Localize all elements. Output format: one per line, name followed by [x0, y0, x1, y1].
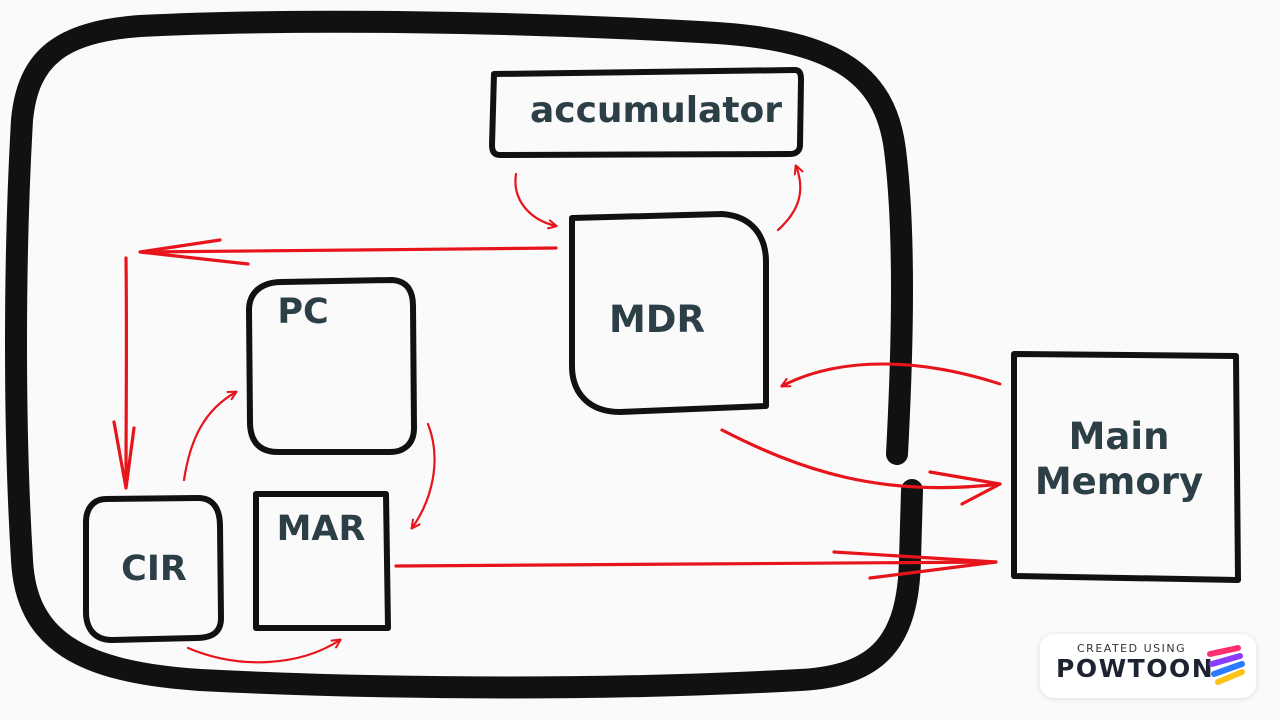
mar-label: MAR [277, 509, 366, 549]
mdr-box: MDR [569, 211, 769, 415]
arrow-cir-to-pc [182, 392, 236, 482]
arrow-accumulator-to-mdr [514, 172, 556, 226]
cir-box: CIR [83, 495, 224, 643]
arrow-mar-to-main-memory-head [832, 550, 998, 580]
arrow-mdr-to-main-memory-head [928, 470, 1002, 506]
mar-box: MAR [253, 491, 391, 631]
arrow-main-memory-to-mdr [782, 362, 1002, 388]
arrow-mar-to-main-memory [394, 560, 998, 568]
main-memory-label-line1: Main [1069, 415, 1170, 458]
pc-box: PC [246, 277, 417, 455]
powtoon-watermark: CREATED USING POWTOON [1040, 634, 1256, 698]
mdr-label: MDR [609, 298, 705, 341]
arrow-pc-to-mar [412, 422, 436, 528]
accumulator-box: accumulator [489, 67, 804, 158]
arrow-cir-to-mar [186, 640, 340, 664]
cpu-boundary [5, 10, 923, 699]
arrow-mdr-to-left [140, 246, 558, 254]
powtoon-logo-icon [1207, 645, 1245, 685]
pc-label: PC [277, 292, 328, 332]
arrow-down-to-cir-head [112, 420, 136, 490]
arrow-mdr-to-accumulator [776, 166, 800, 232]
accumulator-label: accumulator [530, 90, 782, 131]
main-memory-label-line2: Memory [1035, 460, 1203, 503]
watermark-created-using: CREATED USING [1077, 642, 1187, 655]
watermark-brand: POWTOON [1056, 654, 1215, 683]
arrow-mdr-to-main-memory [720, 428, 1002, 490]
cir-label: CIR [121, 549, 187, 589]
main-memory-box: Main Memory [1011, 351, 1241, 583]
arrow-mdr-to-left-head [138, 238, 250, 266]
